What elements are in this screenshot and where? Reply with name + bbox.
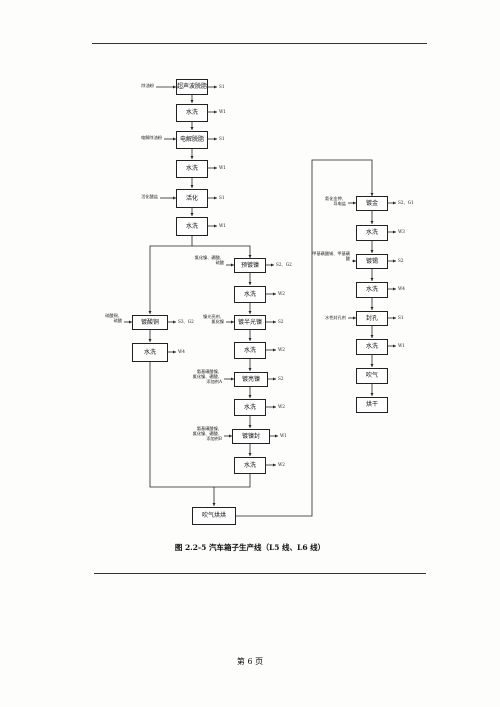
step-wash-4: 水洗 <box>234 286 266 303</box>
step-wash-6: 水洗 <box>234 342 266 359</box>
output-code: S2、G2 <box>276 262 292 267</box>
step-wash-8: 水洗 <box>234 457 266 474</box>
step-acid-copper-plating: 镀酸铜 <box>132 315 168 330</box>
output-code: W1 <box>219 223 226 228</box>
step-seal-hole: 封孔 <box>356 311 388 326</box>
step-gold-plating: 镀金 <box>356 196 388 211</box>
step-wash-11: 水洗 <box>356 339 388 355</box>
step-blow: 吹气 <box>356 368 388 384</box>
output-code: S2 <box>398 258 404 263</box>
arrow-left-return <box>149 362 214 488</box>
step-wash-9: 水洗 <box>356 225 388 241</box>
arrow-split-right <box>192 245 252 258</box>
figure-caption: 图 2.2-5 汽车箱子生产线（L5 线、L6 线） <box>174 543 326 552</box>
input-label: 镍光亮剂、 氯化镍 <box>203 314 224 324</box>
step-bake-dry: 烘干 <box>356 397 388 413</box>
step-wash-10: 水洗 <box>356 282 388 298</box>
output-code: S2、G1 <box>398 200 414 205</box>
output-code: W1 <box>219 165 226 170</box>
input-label: 甲基磺酸锡、甲基磺 酸 <box>312 251 350 261</box>
output-code: S2 <box>278 319 284 324</box>
output-code: W1 <box>398 343 405 348</box>
input-label: 硫酸铜、 硫酸 <box>105 313 122 323</box>
output-code: S2 <box>278 376 284 381</box>
arrow-mid-return <box>212 474 251 506</box>
output-code: W1 <box>219 109 226 114</box>
input-label: 氨基磺酸镍、 氯化镍、硼酸、 添加剂B <box>192 426 222 441</box>
input-label: 电解除油粉 <box>141 135 162 140</box>
output-code: W2 <box>278 404 285 409</box>
step-blow-dry: 吹气烘烘 <box>192 507 236 525</box>
step-wash-1: 水洗 <box>176 104 208 122</box>
step-activation: 活化 <box>176 189 208 208</box>
step-ultrasonic-degrease: 超声波脱脂 <box>176 79 208 95</box>
output-code: W2 <box>278 291 285 296</box>
page-number: 第 6 页 <box>236 657 264 666</box>
output-code: W2 <box>278 462 285 467</box>
output-code: S1 <box>398 315 404 320</box>
step-electrolytic-degrease: 电解脱脂 <box>176 131 208 149</box>
input-label: 氨基磺酸镍、 氯化镍、硼酸、 添加剂A <box>192 369 222 384</box>
output-code: W4 <box>178 349 185 354</box>
output-code: W2 <box>278 347 285 352</box>
step-wash-5: 水洗 <box>132 343 168 362</box>
step-bright-nickel: 镀亮镍 <box>234 372 268 387</box>
arrow-to-right-column <box>236 159 374 517</box>
output-code: S1 <box>219 84 225 89</box>
output-code: S1 <box>219 195 225 200</box>
step-tin-plating: 镀锡 <box>356 254 388 269</box>
input-label: 水性封孔剂 <box>325 315 346 320</box>
output-code: W3 <box>398 229 405 234</box>
output-code: S3、G2 <box>178 319 194 324</box>
input-label: 除油粉 <box>141 83 154 88</box>
footer-rule <box>94 573 426 574</box>
step-wash-3: 水洗 <box>176 217 208 236</box>
step-wash-2: 水洗 <box>176 160 208 178</box>
step-semi-bright-nickel: 镀半光镍 <box>234 315 266 330</box>
step-nickel-seal: 镀镍封 <box>232 429 270 444</box>
step-wash-7: 水洗 <box>234 399 266 416</box>
step-pre-nickel: 预镀镍 <box>234 258 266 273</box>
output-code: S1 <box>219 136 225 141</box>
output-code: W4 <box>398 286 405 291</box>
input-label: 氰化金钾、 导电盐 <box>325 196 346 206</box>
output-code: W1 <box>280 433 287 438</box>
header-rule <box>92 43 427 44</box>
input-label: 氯化镍、硼酸、 硫酸 <box>194 255 224 265</box>
input-label: 活化酸盐 <box>141 194 158 199</box>
arrow-split-left <box>148 236 193 314</box>
